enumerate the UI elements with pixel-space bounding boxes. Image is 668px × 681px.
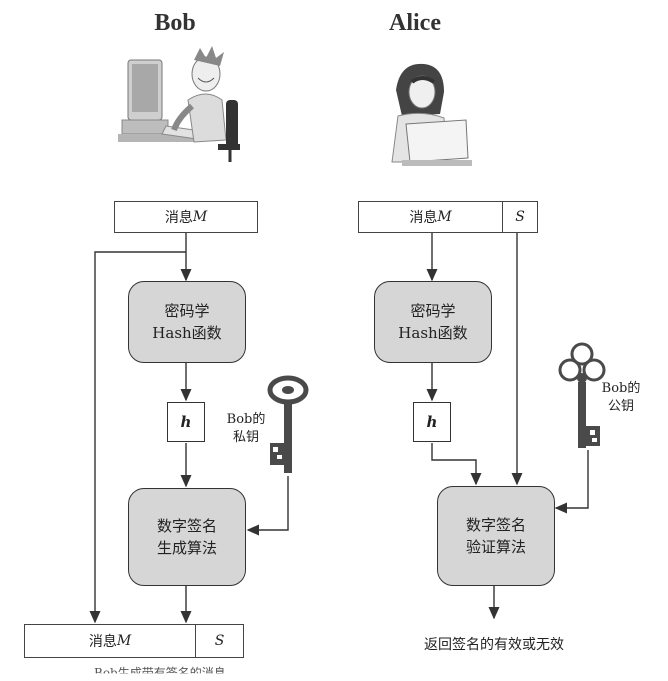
bob-name: Bob [154,10,196,36]
alice-hash-line2: Hash函数 [398,324,468,342]
alice-key-label: Bob的 公钥 [597,380,645,415]
bob-sign-line1: 数字签名 [156,516,217,535]
alice-hash-function: 密码学 Hash函数 [374,281,492,363]
bob-message-var: M [192,209,208,225]
bob-key-line1: Bob的 [226,412,266,427]
bob-hash-line1: 密码学 [164,301,210,320]
alice-verify-line2: 验证算法 [465,538,526,556]
bob-hash-line2: Hash函数 [152,324,222,342]
bob-sign-line2: 生成算法 [156,539,217,557]
bob-private-key-icon [267,375,309,473]
alice-message-var: M [437,209,452,225]
bob-public-key-icon [558,342,606,448]
bob-hash-value: h [167,402,205,442]
alice-key-line1: Bob的 [601,381,641,396]
bob-out-message-var: M [116,633,132,649]
bob-message-label: 消息 [164,210,193,226]
alice-verification-algorithm: 数字签名 验证算法 [437,486,555,586]
bob-key-label: Bob的 私钥 [222,411,270,446]
bob-key-line2: 私钥 [232,429,259,445]
bob-out-signature: S [195,625,243,657]
bob-caption: Bob生成带有签名的消息 [94,666,226,680]
alice-hash-line1: 密码学 [410,301,456,320]
bob-signing-algorithm: 数字签名 生成算法 [128,488,246,586]
bob-hash-function: 密码学 Hash函数 [128,281,246,363]
alice-illustration [391,63,472,166]
alice-signature: S [502,202,537,232]
bob-illustration [118,46,240,162]
bob-out-message-label: 消息 [88,634,117,650]
alice-result: 返回签名的有效或无效 [424,637,564,653]
alice-verify-line1: 数字签名 [465,515,526,534]
alice-message-label: 消息 [409,210,438,226]
alice-hash-value: h [413,402,451,442]
alice-key-line2: 公钥 [607,398,634,414]
alice-name: Alice [389,10,441,36]
